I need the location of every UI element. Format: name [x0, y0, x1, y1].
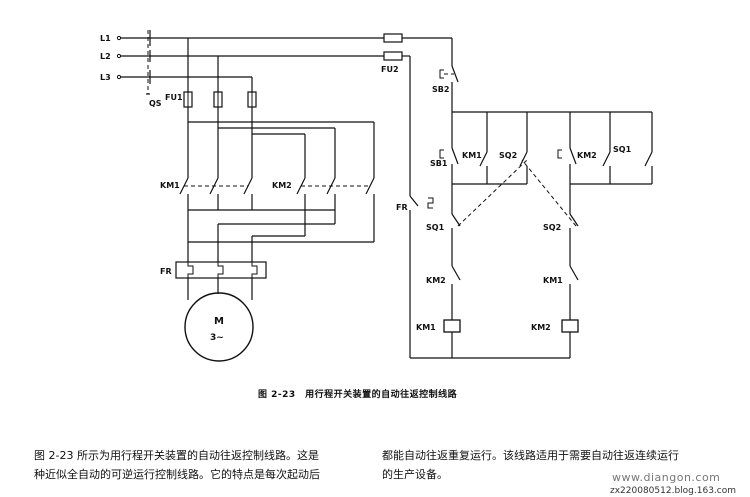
km1-interlock-right — [569, 265, 579, 320]
km1-hold-label: KM1 — [462, 151, 482, 160]
km1-main-label: KM1 — [160, 181, 180, 190]
km1-right-interlock-label: KM1 — [543, 276, 563, 285]
fu1-fuses — [183, 91, 257, 108]
sb2-label: SB2 — [432, 85, 449, 94]
sb2-stop-button — [439, 65, 459, 83]
l2-label: L2 — [100, 52, 111, 61]
watermark-site: www.diangon.com — [612, 471, 721, 484]
right-line-1: 都能自动往返重复运行。该线路适用于需要自动往返连续运行 — [382, 449, 679, 462]
km2-left-interlock-label: KM2 — [426, 276, 446, 285]
sq1-top-contact — [644, 148, 653, 184]
sb1-label: SB1 — [430, 159, 448, 168]
figure-caption: 图 2-23 用行程开关装置的自动往返控制线路 — [258, 390, 458, 400]
sq2-mid-label: SQ2 — [543, 223, 561, 232]
fu2-label: FU2 — [381, 65, 399, 74]
km1-coil-label: KM1 — [416, 323, 436, 332]
motor-phase-label: 3~ — [210, 333, 224, 343]
km1-coil — [443, 319, 461, 358]
motor-m-label: M — [214, 316, 224, 327]
right-start-button — [557, 147, 577, 184]
left-line-2: 种近似全自动的可逆运行控制线路。它的特点是每次起动后 — [34, 468, 320, 481]
left-line-1: 图 2-23 所示为用行程开关装置的自动往返控制线路。这是 — [34, 449, 319, 462]
l3-label: L3 — [100, 73, 111, 82]
km1-hold-contact — [479, 148, 488, 184]
l1-label: L1 — [100, 34, 111, 43]
fu1-label: FU1 — [165, 93, 183, 102]
sq1-mid-label: SQ1 — [426, 223, 445, 232]
supply-lines — [116, 35, 150, 80]
body-text-right: 都能自动往返重复运行。该线路适用于需要自动往返连续运行 的生产设备。 — [382, 446, 679, 484]
qs-label: QS — [149, 99, 162, 108]
sb1-start-button — [439, 147, 459, 165]
km2-hold-label: KM2 — [577, 151, 597, 160]
sq1-top-label: SQ1 — [613, 145, 632, 154]
fr-thermal-relay — [175, 261, 267, 279]
km2-coil-label: KM2 — [531, 323, 551, 332]
sq1-mid-contact — [451, 213, 461, 266]
km2-interlock-left — [451, 265, 461, 320]
qs-switch — [146, 30, 252, 95]
km2-main-label: KM2 — [272, 181, 292, 190]
fr-ctrl-label: FR — [396, 203, 408, 212]
motor — [184, 292, 254, 362]
body-text-left: 图 2-23 所示为用行程开关装置的自动往返控制线路。这是 种近似全自动的可逆运… — [34, 446, 320, 484]
watermark-blog: zx220080512.blog.163.com — [610, 486, 736, 496]
km2-hold-contact — [602, 148, 611, 184]
km2-coil — [561, 319, 579, 358]
fr-nc-contact — [409, 195, 434, 214]
fu2-fuses — [383, 33, 403, 61]
sq2-top-label: SQ2 — [499, 151, 517, 160]
fr-label: FR — [160, 267, 172, 276]
sq2-top-contact — [519, 148, 528, 184]
km2-main-contacts — [296, 177, 375, 242]
sq2-mid-contact — [569, 213, 579, 266]
right-line-2: 的生产设备。 — [382, 468, 448, 481]
circuit-diagram: L1 L2 L3 QS FU1 — [100, 30, 653, 362]
km1-main-contacts — [179, 177, 253, 210]
